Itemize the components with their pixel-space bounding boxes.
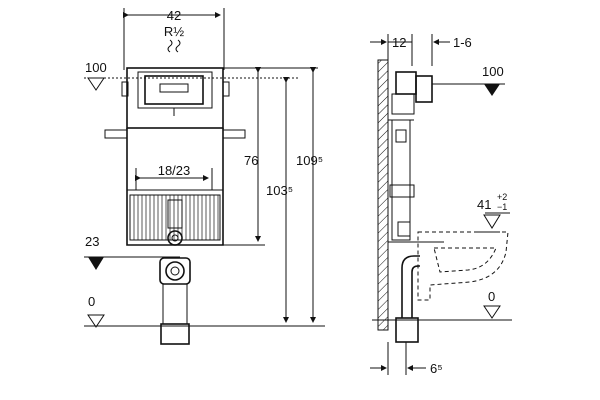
cistern-ribs: [129, 194, 221, 241]
level-marker-100-front: 100: [84, 60, 300, 91]
side-bracket-right: [222, 129, 246, 139]
level-triangle-icon: [483, 305, 501, 319]
dimension-103: 103⁵: [266, 77, 293, 323]
drain-pipe: [159, 257, 191, 345]
level-marker-0-front: 0: [84, 294, 325, 328]
level-triangle-icon: [483, 214, 501, 229]
dim-41-label: 41: [477, 197, 491, 212]
water-inlet-icon: [167, 39, 181, 53]
range-1-6-label: 1-6: [453, 35, 472, 50]
frame-profile: [388, 71, 444, 243]
level-filled-triangle-icon: [484, 84, 500, 96]
dimension-109: 109⁵: [255, 67, 323, 323]
level-marker-0-side: 0: [372, 289, 512, 321]
thread-label: R½: [164, 24, 184, 39]
level-23-label: 23: [85, 234, 99, 249]
tolerance-plus: +2: [497, 192, 507, 202]
dim-109-label: 109⁵: [296, 153, 323, 168]
depth-12-label: 12: [392, 35, 406, 50]
flush-plate-side: [415, 75, 433, 103]
side-view: 12 1-6 100 41: [370, 34, 512, 376]
dimension-width-42: 42 R½: [123, 8, 225, 70]
front-view: 42 R½ 100: [84, 8, 325, 345]
level-marker-100-side: 100: [432, 64, 505, 96]
level-triangle-icon: [87, 77, 105, 91]
drain-bend: [395, 255, 420, 343]
toilet-bowl: 41 +2 −1: [417, 192, 510, 301]
width-label: 42: [167, 8, 181, 23]
flush-plate-logo: [159, 83, 189, 93]
wall-section: [377, 59, 389, 331]
level-0-side-label: 0: [488, 289, 495, 304]
dimension-6-5: 6⁵: [370, 342, 443, 376]
tolerance-minus: −1: [497, 202, 507, 212]
level-100-side-label: 100: [482, 64, 504, 79]
level-0-front-label: 0: [88, 294, 95, 309]
cistern-frame: 18/23: [104, 67, 246, 246]
side-bracket-left: [104, 129, 128, 139]
level-100-front-label: 100: [85, 60, 107, 75]
dim-103-label: 103⁵: [266, 183, 293, 198]
level-triangle-icon: [87, 314, 105, 328]
level-marker-23: 23: [84, 234, 180, 270]
level-filled-triangle-icon: [88, 257, 104, 270]
dimension-76: 76: [223, 67, 265, 246]
dim-76-label: 76: [244, 153, 258, 168]
width-inner-label: 18/23: [158, 163, 191, 178]
dimension-depth-12: 12 1-6: [370, 34, 472, 66]
dim-6-5-label: 6⁵: [430, 361, 443, 376]
